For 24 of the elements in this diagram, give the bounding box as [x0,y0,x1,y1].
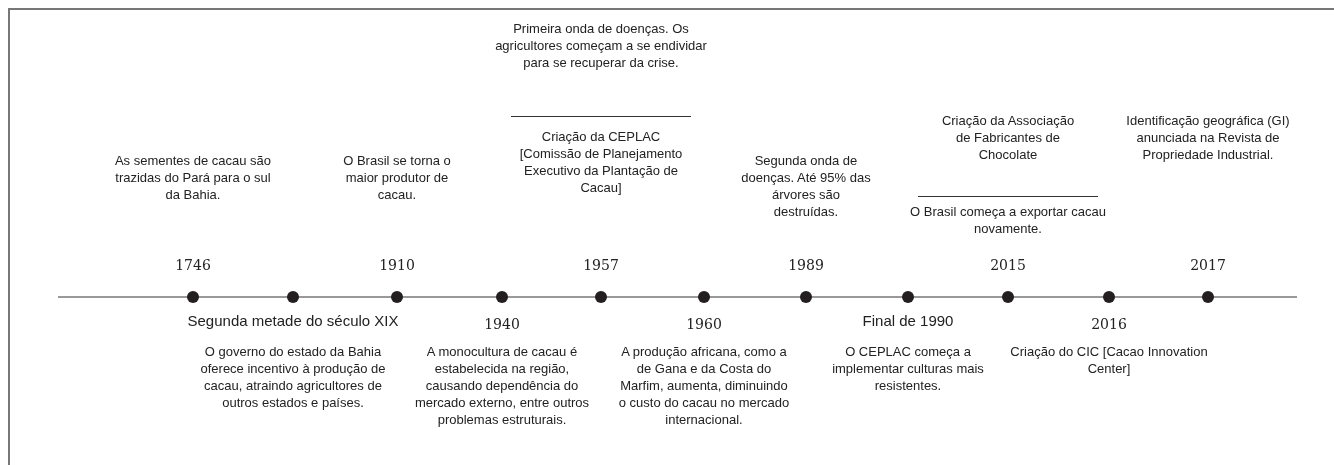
event-description: O governo do estado da Bahia oferece incentivo à produção de cacau, atraindo agricultores de outros estados e países. [199,343,387,411]
event-description: Identificação geográfica (GI) anunciada na Revista de Propriedade Industrial. [1125,112,1291,163]
date-label: 1957 [583,256,619,274]
event-description: O Brasil se torna o maior produtor de cacau. [342,152,452,203]
date-label: 2015 [990,256,1026,274]
date-label: Segunda metade do século XIX [187,312,399,330]
event-description: O Brasil começa a exportar cacau novamente. [909,203,1107,237]
date-label: 1960 [686,315,722,333]
date-label: Final de 1990 [862,312,954,330]
event-description: O CEPLAC começa a implementar culturas mais resistentes. [831,343,985,394]
event-description: Criação do CIC [Cacao Innovation Center] [1009,343,1209,377]
date-label: 1989 [788,256,824,274]
event-description: Segunda onda de doenças. Até 95% das árvores são destruídas. [741,152,871,220]
event-description: As sementes de cacau são trazidas do Pará para o sul da Bahia. [113,152,273,203]
date-label: 1940 [484,315,520,333]
event-description: Criação da Associação de Fabricantes de Chocolate [940,112,1076,163]
event-description: A monocultura de cacau é estabelecida na região, causando dependência do mercado externo, entre outros problemas estruturais. [413,343,591,428]
event-description: A produção africana, como a de Gana e da Costa do Marfim, aumenta, diminuindo o custo do cacau no mercado internacional. [617,343,791,428]
date-label: 2016 [1091,315,1127,333]
event-description: Primeira onda de doenças. Os agricultores começam a se endividar para se recuperar da crise. [494,20,708,71]
date-label: 1746 [175,256,211,274]
date-label: 2017 [1190,256,1226,274]
date-label: 1910 [379,256,415,274]
event-description: Criação da CEPLAC [Comissão de Planejamento Executivo da Plantação de Cacau] [518,128,684,196]
